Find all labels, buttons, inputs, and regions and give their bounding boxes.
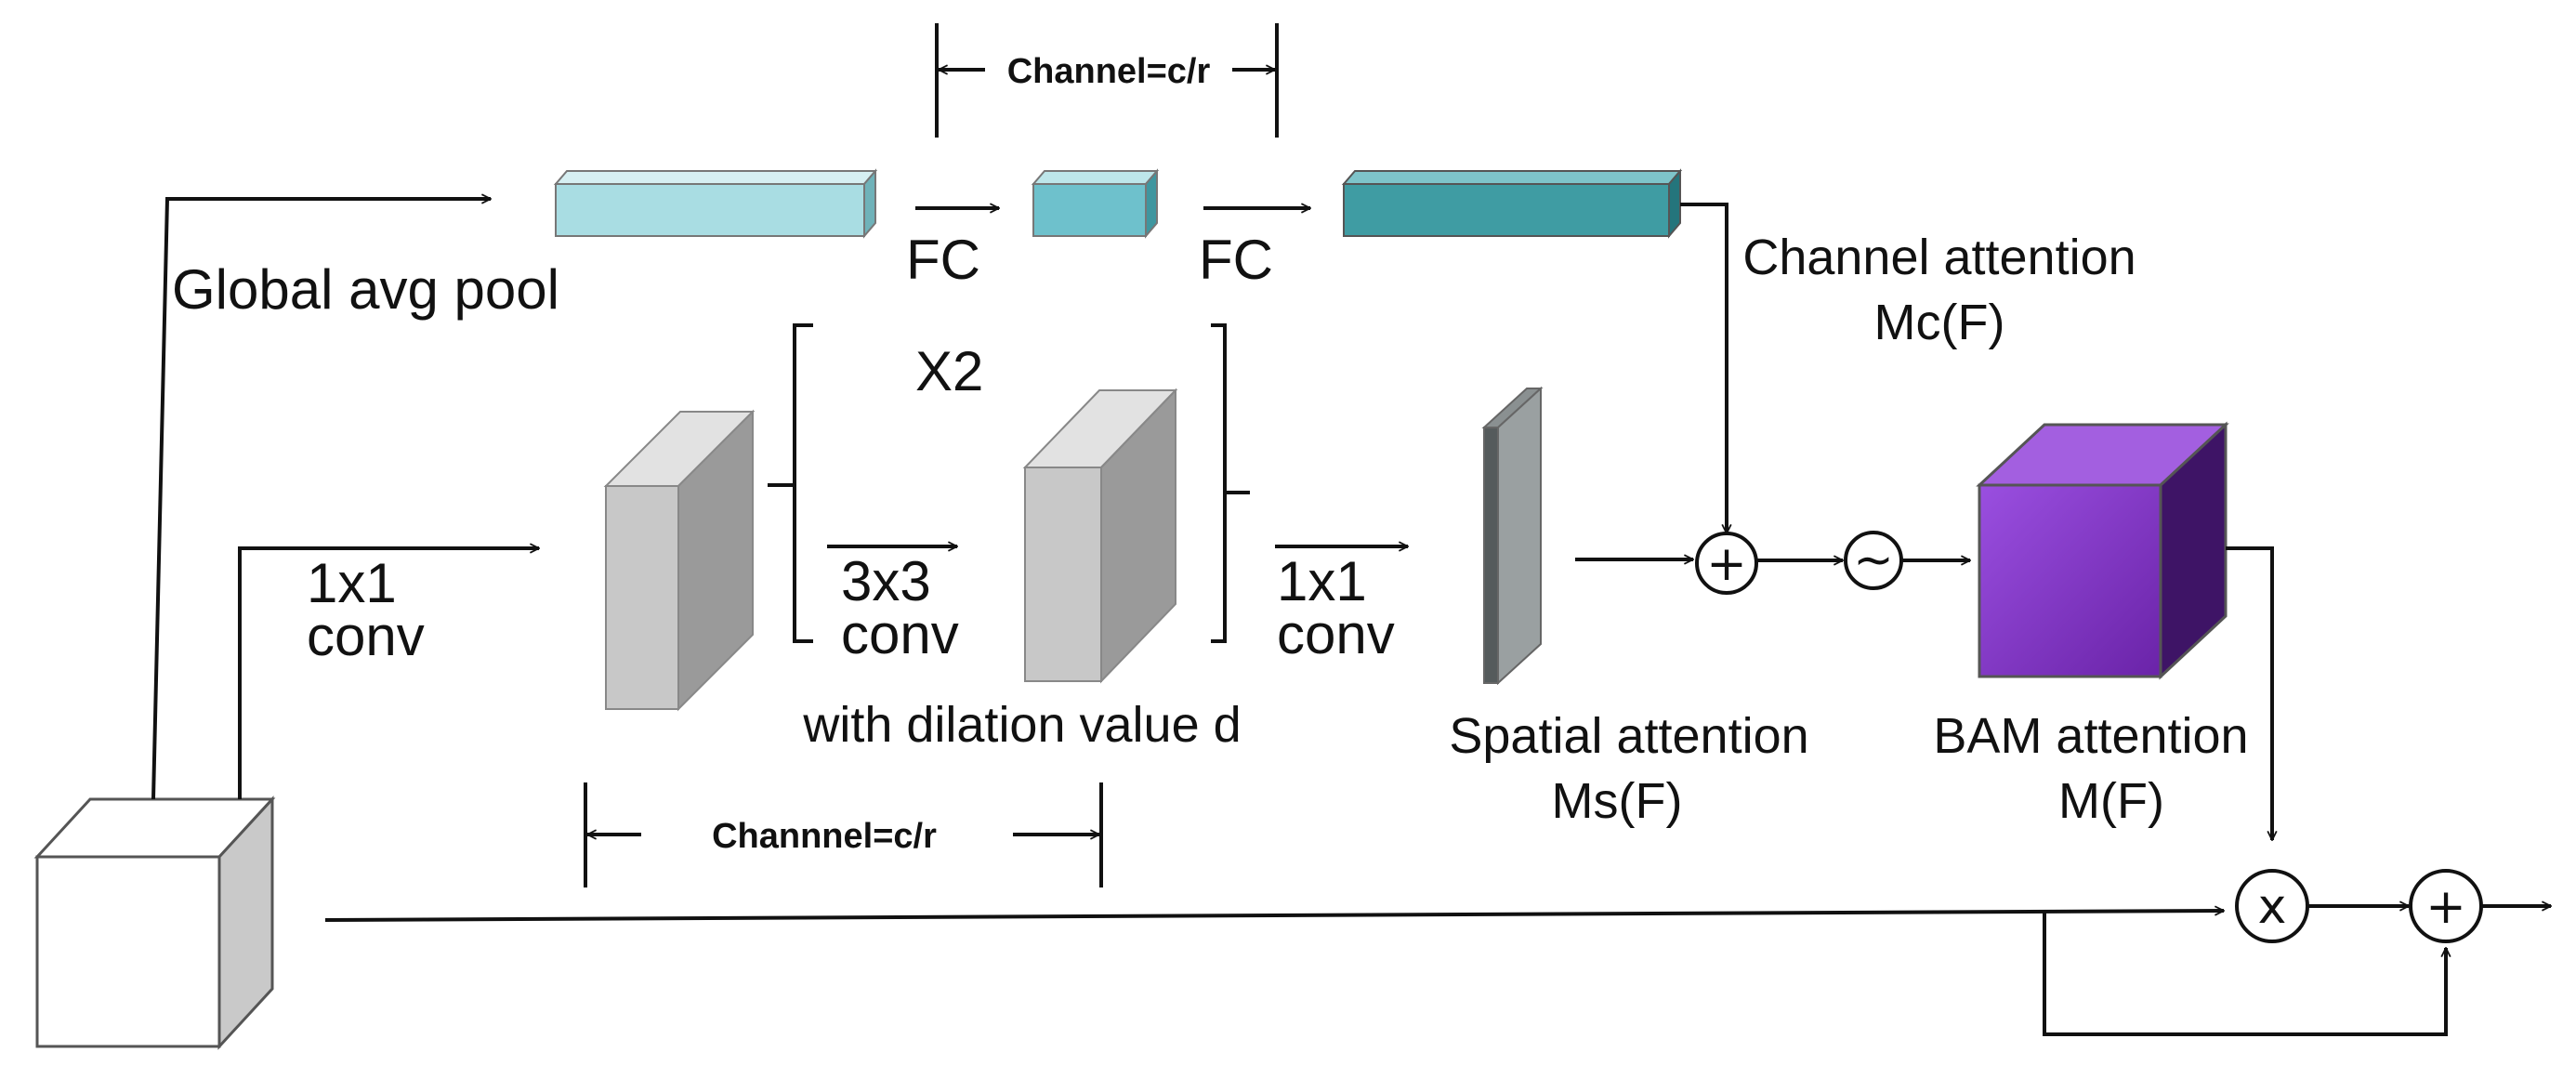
fc-bar-1 bbox=[553, 168, 878, 239]
dilation-label: with dilation value d bbox=[802, 697, 1241, 753]
bam-attention-fn: M(F) bbox=[2058, 773, 2164, 829]
channel-branch-lines bbox=[151, 199, 491, 800]
conv1-label-a: 1x1 bbox=[307, 552, 397, 614]
multiply-operator: x bbox=[2235, 869, 2309, 943]
conv1b-label-a: 1x1 bbox=[1277, 550, 1367, 612]
skip-connection bbox=[2043, 913, 2446, 1036]
channel-top-bracket bbox=[935, 23, 1279, 138]
svg-text:x: x bbox=[2258, 879, 2287, 935]
fc2-label: FC bbox=[1199, 229, 1273, 291]
channel-attention-fn: Mc(F) bbox=[1874, 295, 2005, 350]
add-operator-out: + bbox=[2409, 869, 2483, 943]
repeat-bracket bbox=[768, 323, 1250, 643]
conv1-label-b: conv bbox=[307, 605, 425, 667]
sigmoid-operator: ~ bbox=[1844, 531, 1903, 590]
input-main-arrow bbox=[324, 911, 2224, 922]
bam-attention-label: BAM attention bbox=[1933, 708, 2248, 764]
channel-top-label: Channel=c/r bbox=[1007, 52, 1211, 91]
feature-block-2 bbox=[1022, 388, 1178, 684]
svg-text:+: + bbox=[1706, 536, 1747, 592]
fc-bar-3 bbox=[1341, 168, 1683, 239]
global-avg-pool-label: Global avg pool bbox=[172, 258, 559, 321]
spatial-attention-map bbox=[1481, 386, 1544, 686]
fc1-label: FC bbox=[906, 229, 980, 291]
spatial-branch-line bbox=[238, 548, 539, 799]
repeat-x2-label: X2 bbox=[915, 340, 983, 402]
channel-bottom-bracket bbox=[584, 782, 1103, 887]
svg-text:~: ~ bbox=[1853, 532, 1894, 588]
bam-attention-cube bbox=[1976, 421, 2229, 680]
input-feature-cube bbox=[33, 795, 276, 1050]
channel-attention-label: Channel attention bbox=[1742, 230, 2136, 285]
conv1b-label-b: conv bbox=[1277, 603, 1395, 665]
add-operator-mid: + bbox=[1695, 532, 1758, 595]
channel-bottom-label: Channnel=c/r bbox=[712, 817, 937, 856]
channel-attention-arrow bbox=[1680, 203, 1727, 533]
spatial-attention-fn: Ms(F) bbox=[1552, 773, 1683, 829]
spatial-attention-label: Spatial attention bbox=[1449, 708, 1808, 764]
bam-to-multiply-arrow bbox=[2226, 546, 2272, 840]
svg-text:+: + bbox=[2425, 879, 2466, 935]
conv3-label-a: 3x3 bbox=[841, 550, 931, 612]
fc-bar-2 bbox=[1031, 168, 1160, 239]
feature-block-1 bbox=[603, 409, 756, 712]
conv3-label-b: conv bbox=[841, 603, 959, 665]
